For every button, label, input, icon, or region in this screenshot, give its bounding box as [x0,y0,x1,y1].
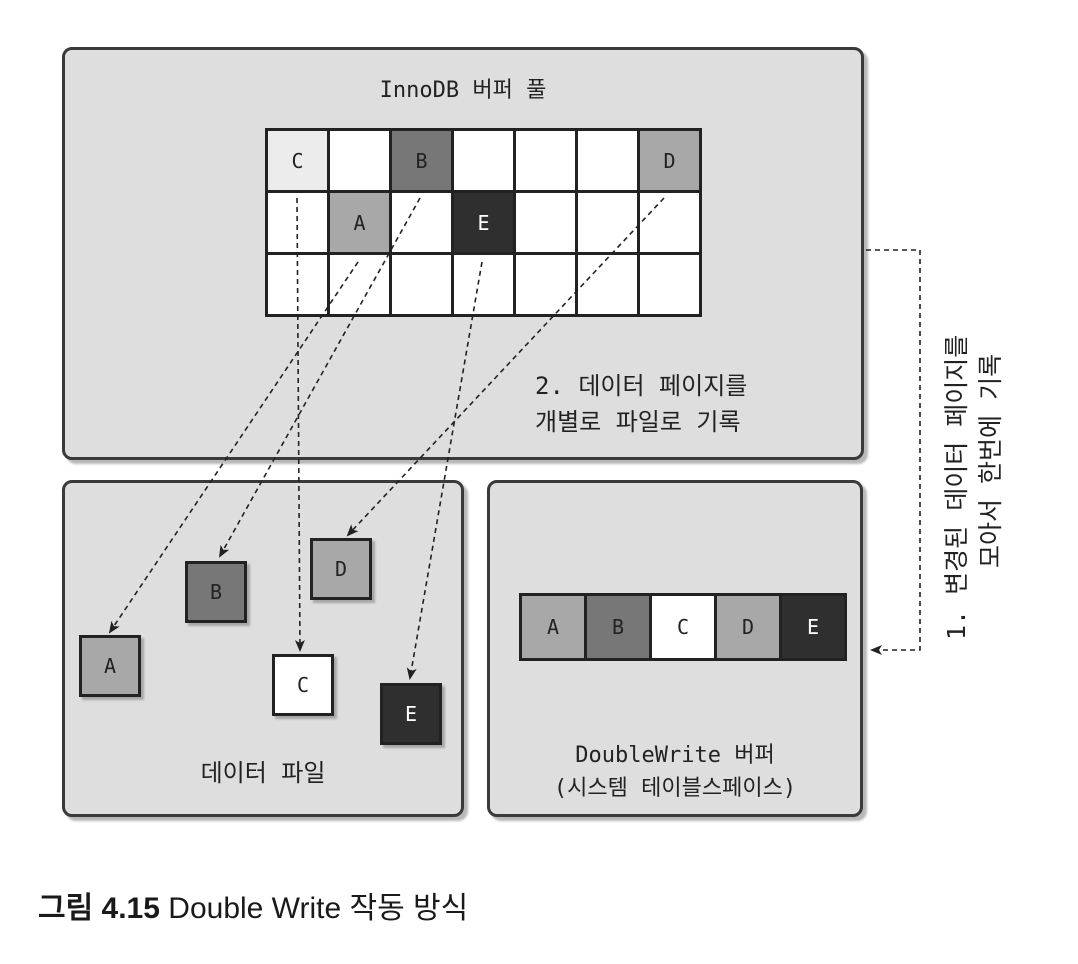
note-line-2: 개별로 파일로 기록 [535,408,741,436]
doublewrite-page-B: B [587,596,652,658]
doublewrite-page-E: E [782,596,844,658]
data-file-page-C: C [272,654,334,716]
pool-page-E: E [454,193,516,255]
pool-page-D: D [640,131,702,193]
figure-caption: 그림 4.15 Double Write 작동 방식 [38,883,468,927]
side-note-line-1: 1. 변경된 데이터 페이지를 [942,334,971,640]
pool-page-empty [640,193,702,255]
pool-page-empty [516,131,578,193]
pool-page-empty [516,193,578,255]
pool-page-empty [268,255,330,317]
note-line-1: 2. 데이터 페이지를 [535,372,748,400]
pool-page-empty [330,255,392,317]
pool-page-empty [268,193,330,255]
pool-page-empty [578,255,640,317]
data-file-page-A: A [79,635,141,697]
pool-page-empty [454,131,516,193]
pool-page-empty [578,193,640,255]
doublewrite-title: DoubleWrite 버퍼 (시스템 테이블스페이스) [490,739,860,805]
pool-page-empty [392,255,454,317]
data-file-page-E: E [380,683,442,745]
innodb-buffer-pool-panel: InnoDB 버퍼 풀 C B D A E 2. 데이터 페이지를 개별로 파일… [62,47,864,460]
pool-page-empty [454,255,516,317]
doublewrite-title-line-2: (시스템 테이블스페이스) [553,776,797,801]
data-file-page-D: D [310,538,372,600]
write-individually-note: 2. 데이터 페이지를 개별로 파일로 기록 [535,368,747,440]
data-file-title: 데이터 파일 [200,759,326,787]
side-note-line-2: 모아서 한번에 기록 [976,353,1005,568]
arrow-to-doublewrite [866,249,921,655]
data-file-panel: A B C D E 데이터 파일 [62,480,464,817]
pool-page-A: A [330,193,392,255]
pool-page-empty [578,131,640,193]
doublewrite-page-C: C [652,596,717,658]
doublewrite-page-A: A [522,596,587,658]
pool-page-empty [640,255,702,317]
data-file-page-B: B [185,561,247,623]
buffer-pool-grid: C B D A E [265,128,702,317]
doublewrite-buffer-panel: A B C D E DoubleWrite 버퍼 (시스템 테이블스페이스) [487,480,863,817]
doublewrite-title-line-1: DoubleWrite 버퍼 [575,743,775,768]
doublewrite-page-D: D [717,596,782,658]
batch-write-note: 1. 변경된 데이터 페이지를 모아서 한번에 기록 [940,335,1008,640]
pool-page-C: C [268,131,330,193]
pool-page-B: B [392,131,454,193]
pool-page-empty [330,131,392,193]
figure-caption-text: Double Write 작동 방식 [168,892,469,925]
figure-number: 그림 4.15 [38,892,160,925]
doublewrite-buffer-bar: A B C D E [519,593,847,661]
buffer-pool-title: InnoDB 버퍼 풀 [379,78,547,103]
pool-page-empty [392,193,454,255]
pool-page-empty [516,255,578,317]
